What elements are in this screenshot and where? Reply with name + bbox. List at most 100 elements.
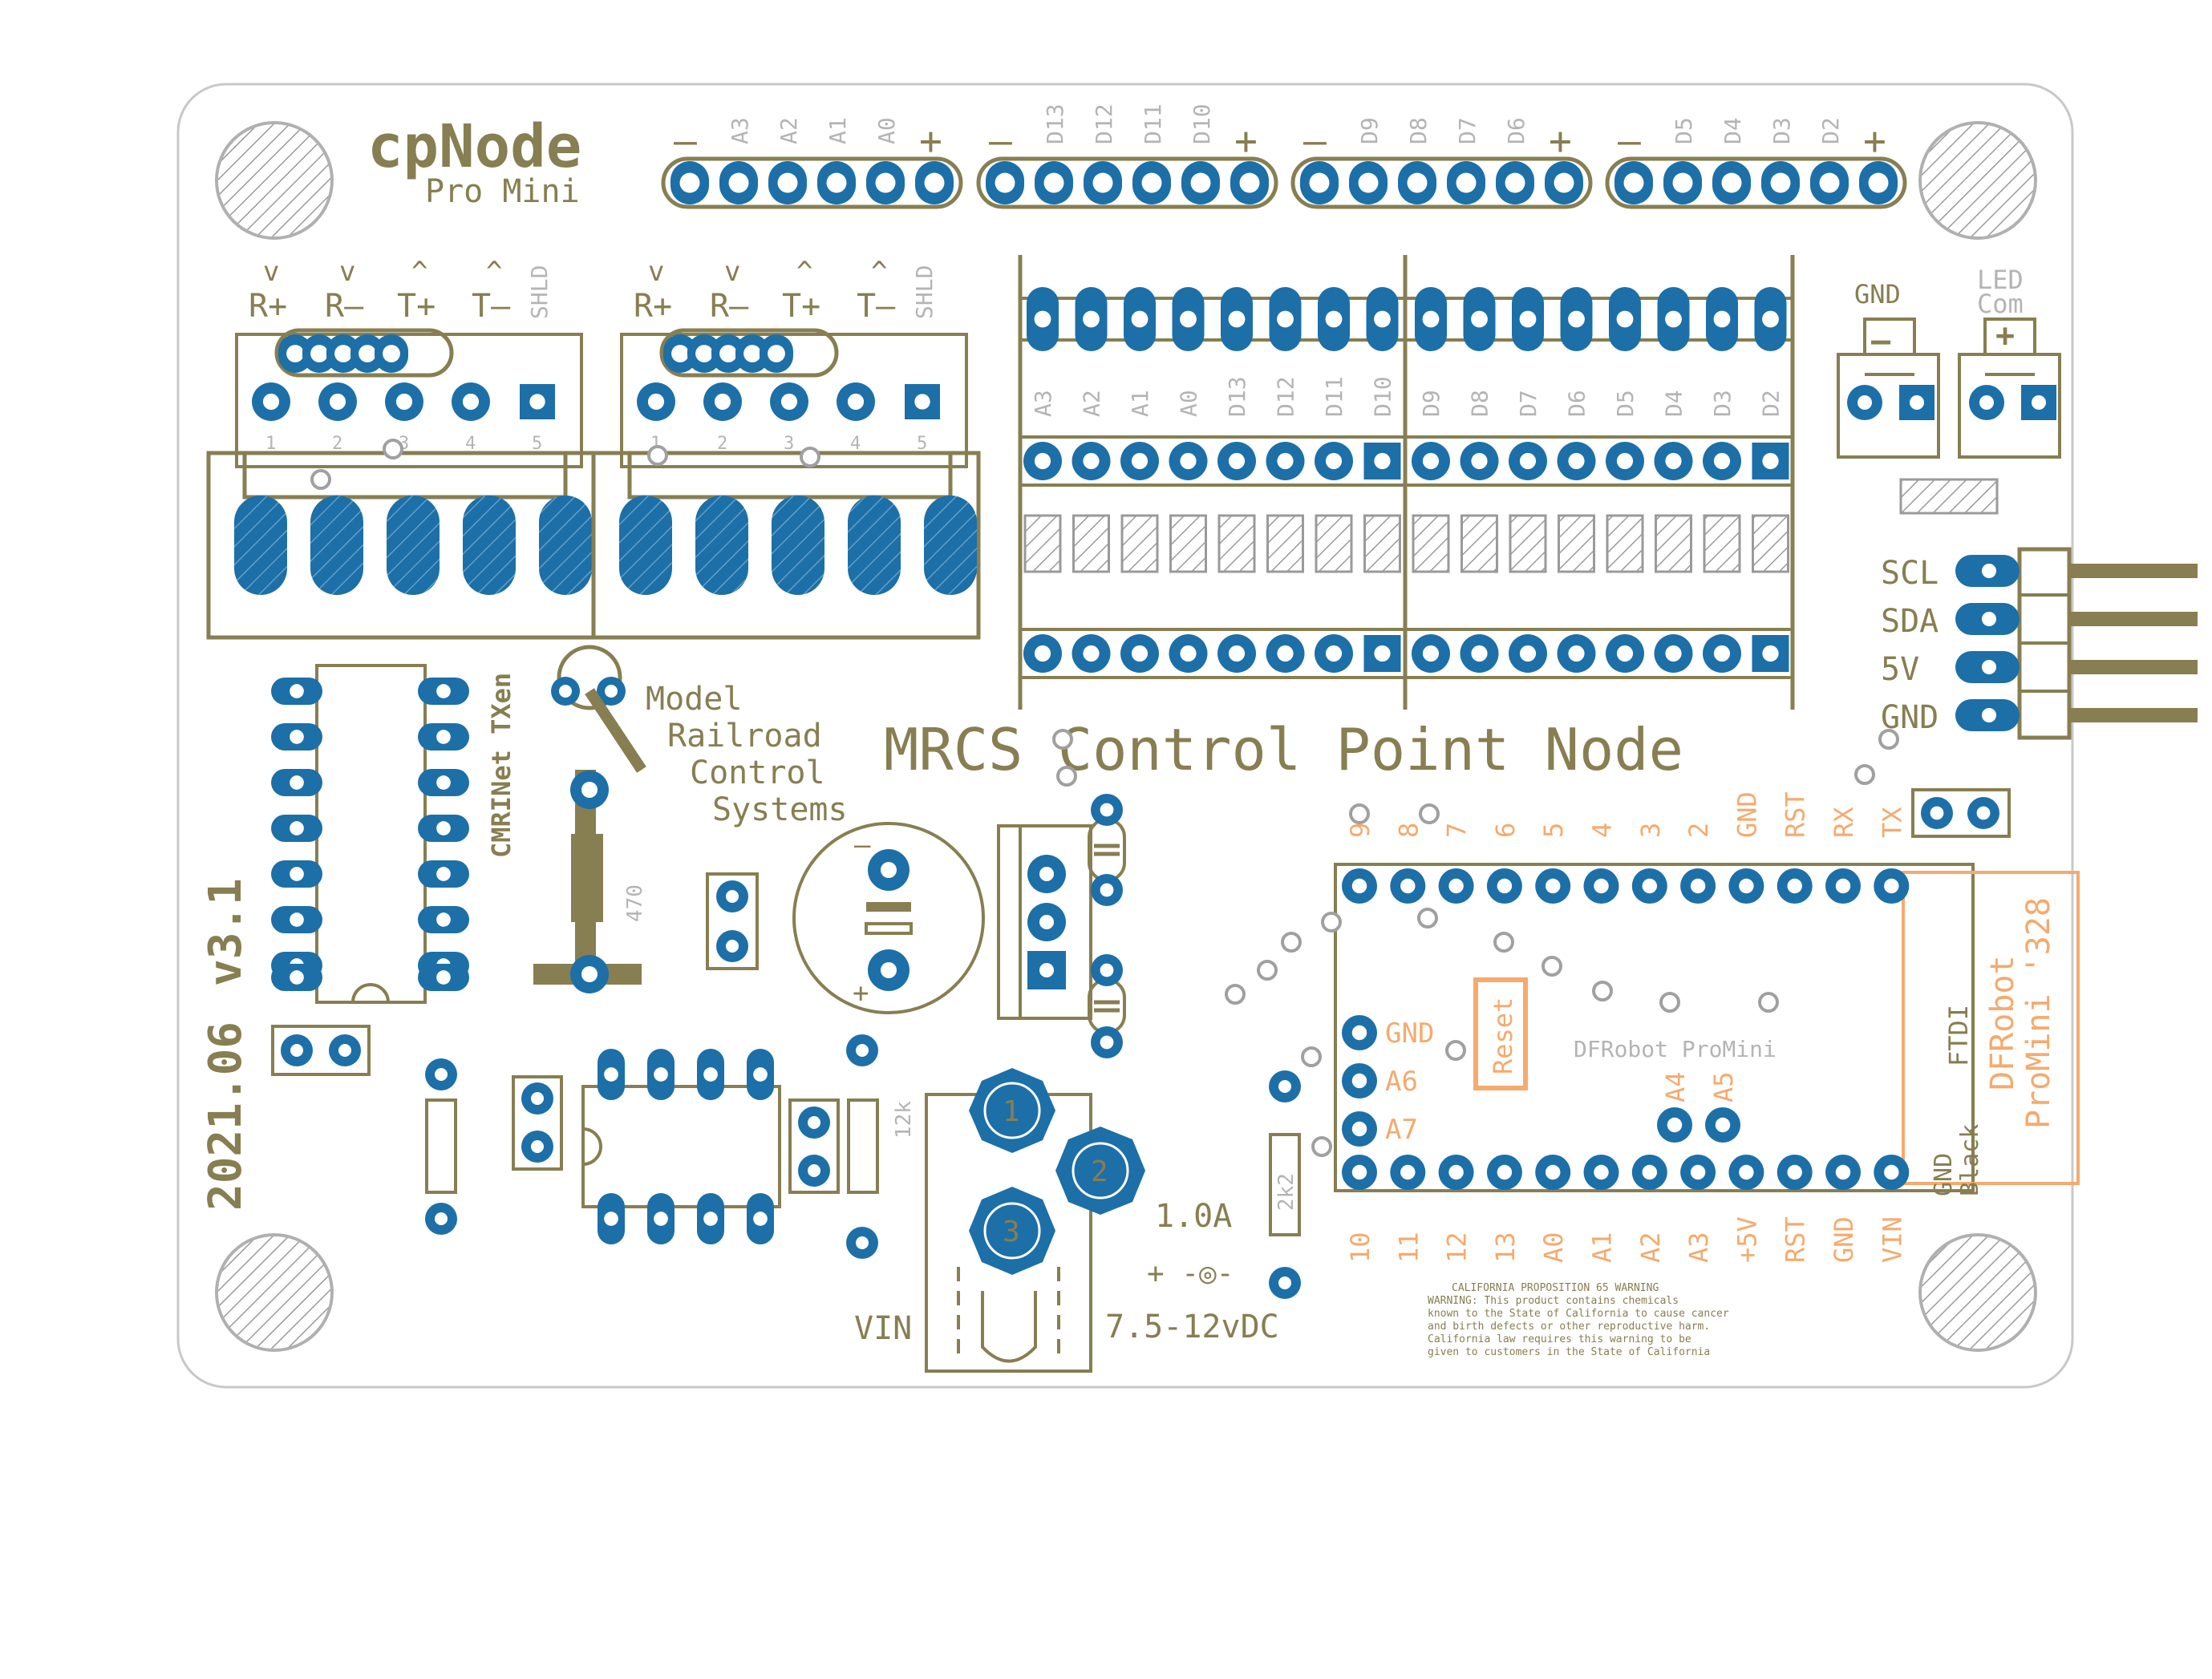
gnd-terminal-label: GND [1854,279,1901,310]
ftdi-label: FTDI [1943,1005,1974,1066]
via [1592,981,1613,1001]
promini-side-label: A6 [1385,1066,1418,1098]
jack-pin-2: 2 [1091,1155,1108,1188]
rs485-arrow: v [339,256,355,288]
main-label: MRCS Control Point Node [884,716,1683,783]
promini-bottom-label: A1 [1587,1232,1618,1263]
promini-bottom-label: A2 [1635,1232,1666,1263]
header-pin-label: A3 [727,117,753,144]
io-smd-resistor [1412,514,1450,573]
warning-line: given to customers in the State of Calif… [1428,1346,1710,1358]
via [1854,764,1875,785]
io-smd-resistor [1217,514,1256,573]
rs485-arrow: ^ [486,256,502,288]
promini-top-label: 4 [1587,823,1618,838]
header-pin-label: D6 [1503,117,1529,144]
io-smd-resistor [1655,514,1692,573]
i2c-label: 5V [1881,651,1919,688]
polarity-symbol: + -◎- [1147,1257,1234,1290]
rs485-terminal-number: 5 [917,434,927,454]
promini-top-label: 9 [1345,823,1375,838]
rs485-screw-terminal [848,496,901,595]
via [1349,803,1370,824]
via [1257,960,1278,981]
promini-gnd-label: GND [1930,1153,1958,1196]
rs485-label: R+ [249,288,287,325]
rs485-label: R– [325,288,364,325]
promini-name: DFRobot ProMini [1574,1036,1776,1062]
mounting-hole-top-right [1918,121,2037,240]
header-outline [1290,156,1593,209]
rs485-arrow: v [648,256,664,288]
via [800,447,820,467]
jack-pin-3: 3 [1003,1216,1020,1248]
version-label: v3.1 [200,878,252,986]
via [1321,912,1342,933]
promini-bottom-label: +5V [1732,1216,1762,1263]
via [1542,956,1562,977]
rs485-screw-terminal [234,496,287,595]
resistor-470-label: 470 [623,884,647,922]
prop65-warning: CALIFORNIA PROPOSITION 65 WARNINGWARNING… [1428,1282,1729,1358]
rs485-label: T– [857,288,896,325]
txrx-jumper [1911,788,2011,838]
rs485-terminal-number: 5 [532,434,542,454]
promini-outline-line2: ProMini '328 [2020,897,2057,1129]
rs485-arrow: v [724,256,740,288]
promini-inner-label: A4 [1660,1071,1691,1102]
header-plus: + [919,119,942,164]
io-pin-label: A1 [1127,390,1153,417]
io-pin-label: D5 [1612,390,1639,417]
via [1758,992,1779,1013]
io-pin-label: D13 [1224,376,1250,417]
promini-inner-label: A5 [1708,1071,1739,1102]
io-pin-label: A3 [1030,390,1056,417]
io-smd-resistor [1460,514,1498,573]
cmri-label: CMRINet TXen [486,673,517,858]
header-pin-label: D2 [1817,117,1844,144]
org-line: Systems [712,791,848,828]
io-pin-label: D2 [1758,390,1785,417]
promini-top-label: GND [1732,791,1762,838]
resistor-2k2-label: 2k2 [1274,1173,1298,1211]
jumper-jp4 [788,1098,840,1194]
jumper-jp3 [512,1075,563,1171]
rs485-terminal-number: 4 [465,434,476,454]
rs485-terminal-number: 4 [850,434,861,454]
rs485-terminal-number: 2 [717,434,727,454]
mounting-hole-bottom-right [1918,1233,2037,1352]
header-minus: – [674,119,697,164]
jumper-jp1 [271,1025,371,1076]
io-smd-resistor [1752,514,1789,573]
promini-top-label: TX [1877,807,1907,838]
promini-top-label: 3 [1635,823,1666,838]
resistor-r1 [425,1058,457,1235]
io-pin-label: D6 [1564,390,1590,417]
rs485-screw-terminal [539,496,592,595]
via [647,445,668,466]
header-minus: – [989,119,1012,164]
header-minus: – [1618,119,1641,164]
header-plus: + [1234,119,1258,164]
mounting-hole-top-left [215,121,334,240]
rs485-screw-terminal [772,496,824,595]
i2c-label: SCL [1881,555,1939,592]
via [1445,1040,1466,1061]
rs485-terminal-number: 3 [784,434,794,454]
date-label: 2021.06 [200,1022,252,1211]
via [1281,932,1302,953]
rs485-arrow: v [263,256,279,288]
promini-top-label: 2 [1683,823,1714,838]
rs485-label: R+ [634,288,672,325]
vin-label: VIN [854,1310,912,1347]
header-pin-label: D10 [1189,103,1215,144]
via [1052,729,1073,750]
io-pin-label: D4 [1661,390,1687,417]
